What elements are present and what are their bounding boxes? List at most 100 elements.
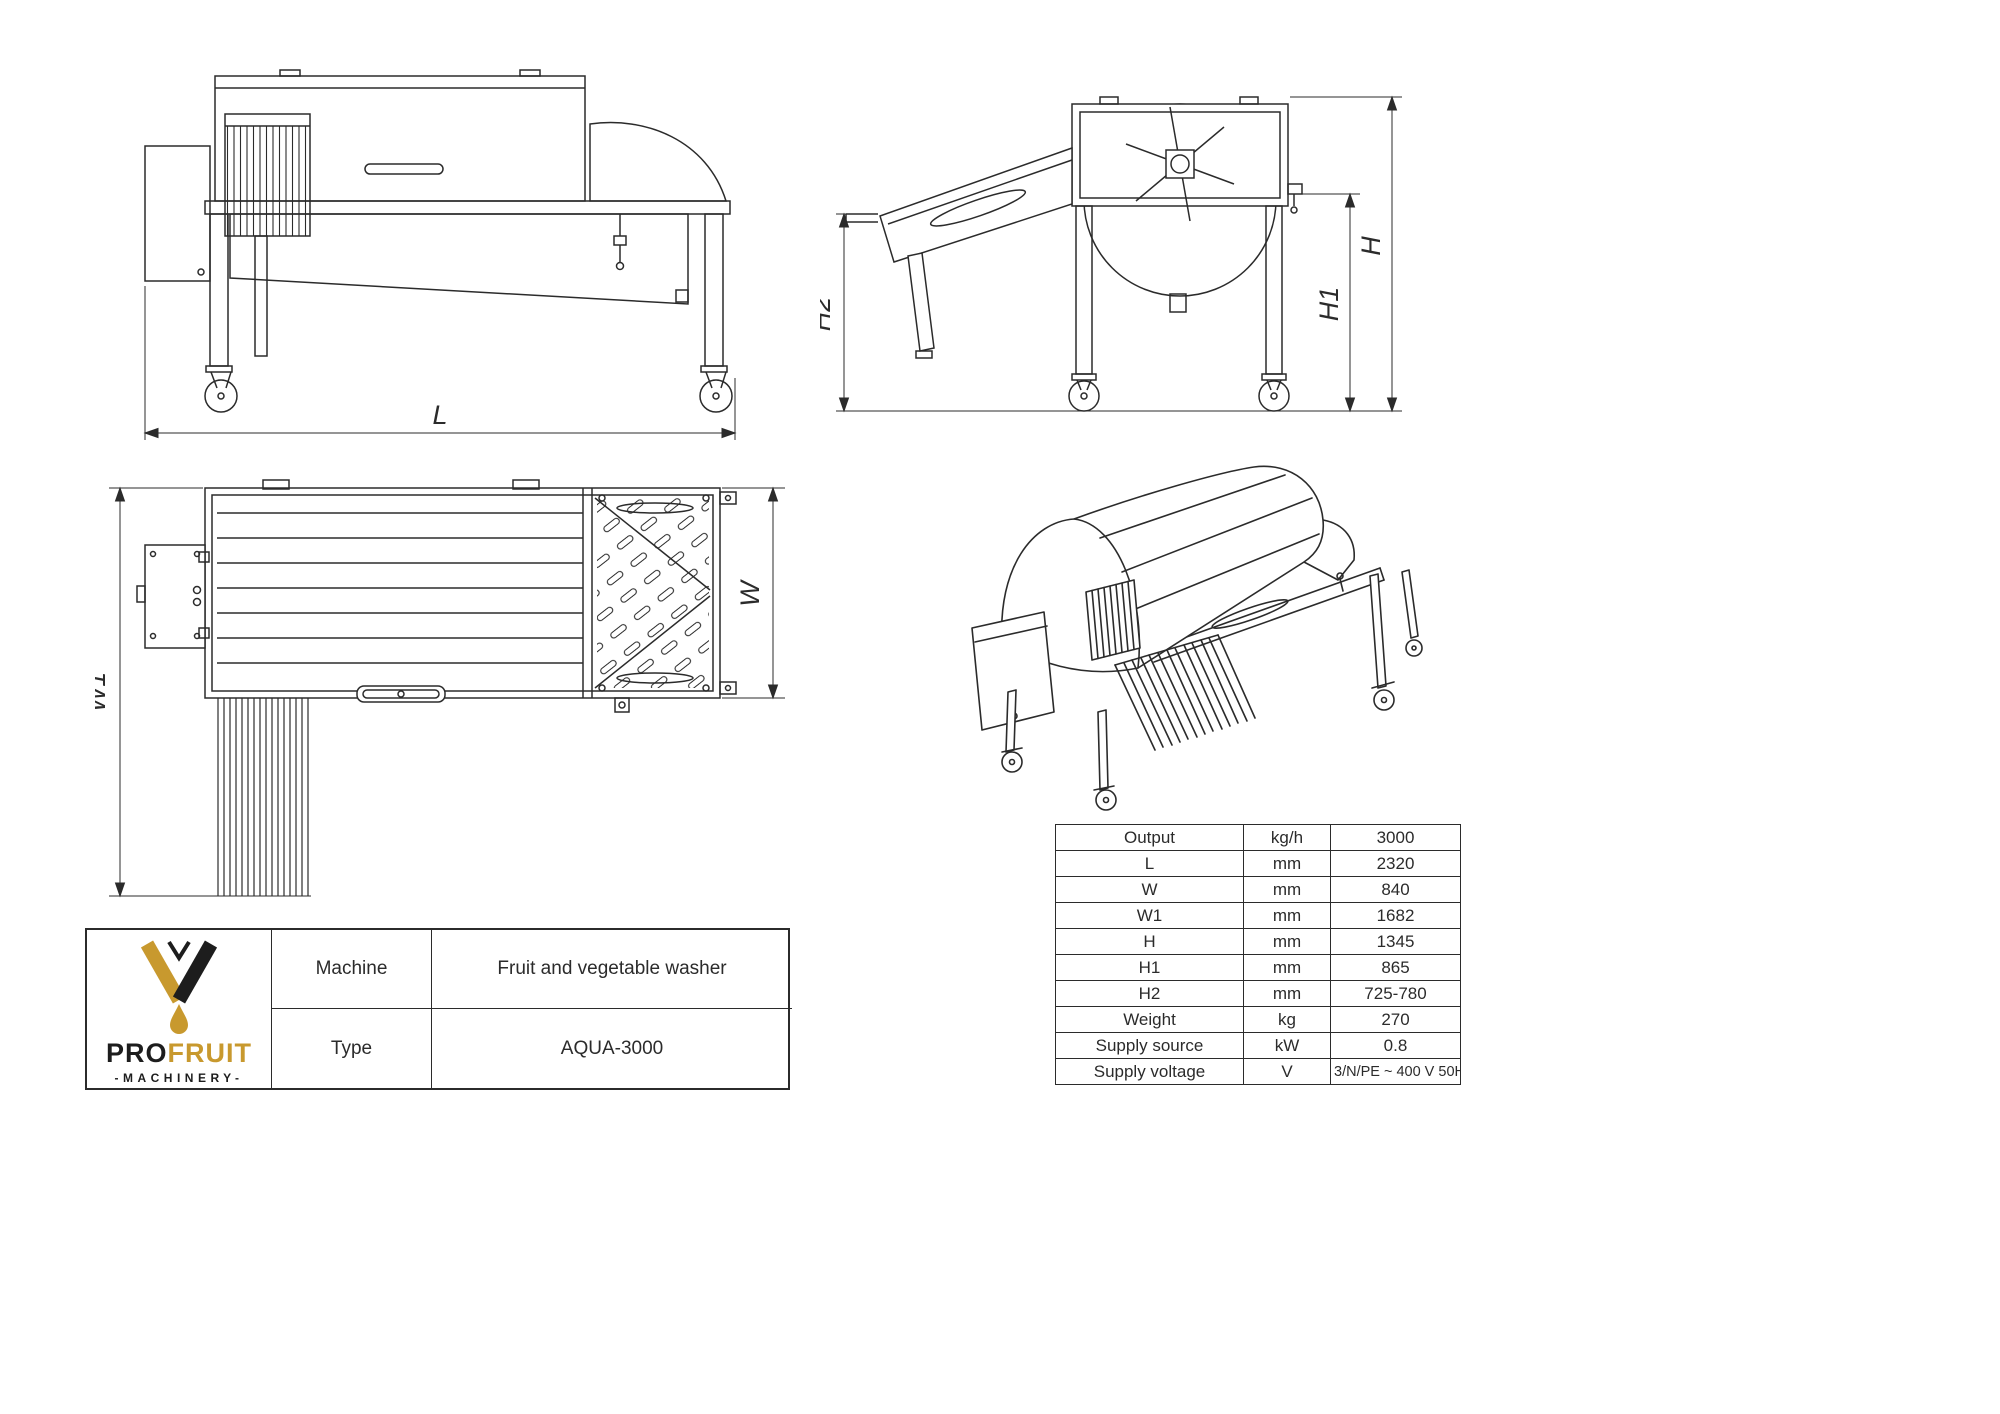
top-machine-outline — [136, 479, 737, 896]
spec-value: 865 — [1330, 954, 1461, 981]
spec-param: L — [1055, 850, 1244, 877]
caster-wheel — [699, 365, 733, 413]
brand-subtitle: -MACHINERY- — [114, 1070, 244, 1085]
brush-comb — [216, 698, 311, 896]
front-view-drawing: H2 H1 H — [820, 95, 1402, 413]
fan-blades — [1125, 106, 1235, 222]
leg — [1369, 573, 1387, 689]
dim-label-l: L — [432, 400, 447, 430]
spec-value: 0.8 — [1330, 1032, 1461, 1059]
spec-param: Output — [1055, 824, 1244, 851]
dim-label-w1: W1 — [95, 672, 111, 713]
top-view-drawing: W1 W — [95, 479, 785, 898]
spec-unit: mm — [1243, 850, 1331, 877]
caster-wheel — [1068, 373, 1100, 412]
leg — [704, 213, 724, 367]
dimension-line-L — [143, 286, 737, 440]
clamp — [719, 681, 737, 695]
spec-unit: V — [1243, 1058, 1331, 1085]
dim-label-h: H — [1356, 236, 1386, 256]
dim-label-h1: H1 — [1314, 287, 1344, 322]
handle — [356, 685, 446, 703]
spec-value: 725-780 — [1330, 980, 1461, 1007]
hinge — [512, 479, 540, 490]
side-machine-outline — [144, 69, 733, 413]
caster-wheel — [1405, 639, 1423, 657]
dimension-line-H1 — [1288, 192, 1360, 413]
leg — [1265, 205, 1283, 375]
brand-pro-text: PRO — [106, 1037, 168, 1068]
caster-wheel — [1258, 373, 1290, 412]
spec-param: H — [1055, 928, 1244, 955]
chute-leg — [907, 252, 935, 352]
machine-value: Fruit and vegetable washer — [432, 930, 792, 1009]
caster-wheel — [1001, 751, 1023, 773]
dimension-line-H — [1290, 95, 1402, 413]
type-label: Type — [272, 1009, 432, 1088]
dimension-line-W — [722, 486, 785, 700]
dimension-lines-front — [836, 95, 1402, 413]
brand-name: PROFRUIT — [106, 1037, 252, 1068]
leg — [209, 213, 229, 367]
infeed-chute — [879, 146, 1073, 263]
caster-wheel — [1373, 689, 1395, 711]
isometric-view-drawing — [971, 465, 1423, 811]
motor — [1165, 149, 1195, 179]
dimension-lines-top — [109, 486, 785, 898]
profruit-logo-icon — [140, 935, 218, 1034]
washer-hood — [1000, 465, 1325, 673]
leg — [1401, 569, 1419, 639]
leg — [1097, 709, 1109, 791]
spec-param: Supply voltage — [1055, 1058, 1244, 1085]
control-box — [971, 611, 1055, 731]
spec-param: H1 — [1055, 954, 1244, 981]
spec-value: 270 — [1330, 1006, 1461, 1033]
leg — [1005, 689, 1017, 753]
spec-unit: mm — [1243, 980, 1331, 1007]
brush-comb — [1114, 634, 1256, 751]
front-machine-outline — [845, 96, 1303, 412]
caster-wheel — [1095, 789, 1117, 811]
spec-unit: kW — [1243, 1032, 1331, 1059]
spec-unit: kg — [1243, 1006, 1331, 1033]
support-post — [254, 235, 268, 357]
outfeed-hood — [589, 121, 728, 202]
title-block: PROFRUIT -MACHINERY- Machine Fruit and v… — [85, 928, 792, 1090]
perforated-panel — [597, 498, 709, 688]
side-view-drawing: L — [143, 69, 737, 440]
spec-unit: mm — [1243, 876, 1331, 903]
machine-label: Machine — [272, 930, 432, 1009]
spec-value: 2320 — [1330, 850, 1461, 877]
spec-value: 3/N/PE ~ 400 V 50Hz — [1330, 1058, 1461, 1085]
type-value: AQUA-3000 — [560, 1037, 664, 1059]
drain-outlet — [1169, 293, 1187, 313]
spec-unit: mm — [1243, 928, 1331, 955]
spec-param: Weight — [1055, 1006, 1244, 1033]
spec-value: 1682 — [1330, 902, 1461, 929]
spec-unit: kg/h — [1243, 824, 1331, 851]
spec-param: W1 — [1055, 902, 1244, 929]
frame-box — [1071, 103, 1289, 207]
outfeed-hood — [1303, 519, 1355, 581]
dim-label-h2: H2 — [820, 297, 836, 332]
dim-label-w: W — [735, 579, 765, 607]
dimension-line-H2 — [836, 212, 872, 413]
spec-value: 840 — [1330, 876, 1461, 903]
latch — [1287, 183, 1303, 195]
spec-param: H2 — [1055, 980, 1244, 1007]
tank-bottom — [229, 213, 689, 305]
dimension-line-W1 — [109, 486, 311, 898]
caster-wheel — [204, 365, 238, 413]
hinge — [262, 479, 290, 490]
brand-fruit-text: FRUIT — [167, 1037, 252, 1068]
